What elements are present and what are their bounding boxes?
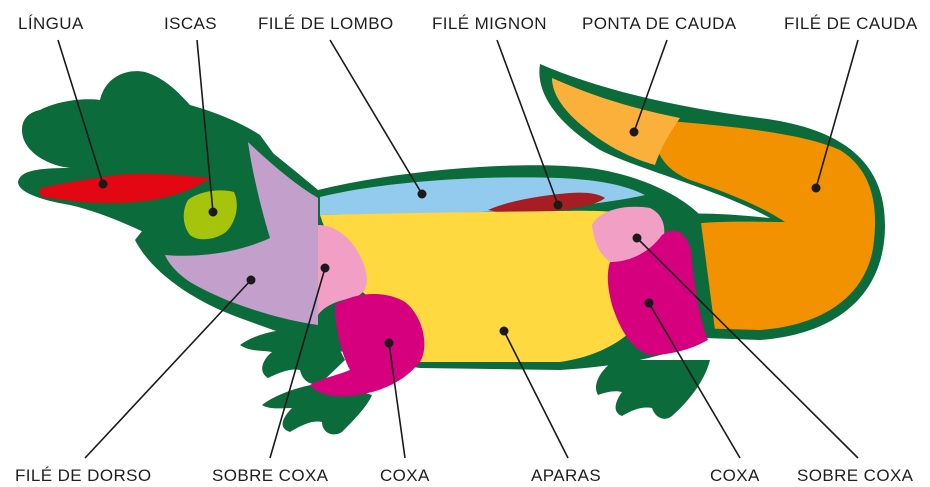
label-aparas: APARAS [531,466,601,486]
label-ponta-de-cauda: PONTA DE CAUDA [582,14,737,34]
label-lingua: LÍNGUA [18,14,84,34]
label-coxa-front: COXA [380,466,430,486]
rear-foot [596,360,710,419]
label-coxa-rear: COXA [710,466,760,486]
dot-sobre-coxa-rear [633,234,642,243]
label-file-de-cauda: FILÉ DE CAUDA [784,14,918,34]
dot-file-de-lombo [418,190,427,199]
rear-foot-shape [596,360,710,419]
dot-coxa-rear [645,299,654,308]
label-file-de-lombo: FILÉ DE LOMBO [258,14,394,34]
head [18,71,318,325]
dot-iscas [209,208,218,217]
dot-file-de-cauda [812,184,821,193]
dot-sobre-coxa-front [321,264,330,273]
dot-lingua [99,180,108,189]
label-iscas: ISCAS [164,14,217,34]
dot-file-de-dorso [247,276,256,285]
label-file-mignon: FILÉ MIGNON [432,14,547,34]
leader-line-file-de-lombo [330,40,422,194]
dot-file-mignon [554,201,563,210]
dot-aparas [500,327,509,336]
leader-line-file-de-dorso [85,280,251,458]
dot-coxa-front [385,339,394,348]
label-file-de-dorso: FILÉ DE DORSO [15,466,152,486]
label-sobre-coxa-rear: SOBRE COXA [797,466,913,486]
dot-ponta-de-cauda [630,128,639,137]
label-sobre-coxa-front: SOBRE COXA [212,466,328,486]
front-upper-foot [240,328,345,384]
